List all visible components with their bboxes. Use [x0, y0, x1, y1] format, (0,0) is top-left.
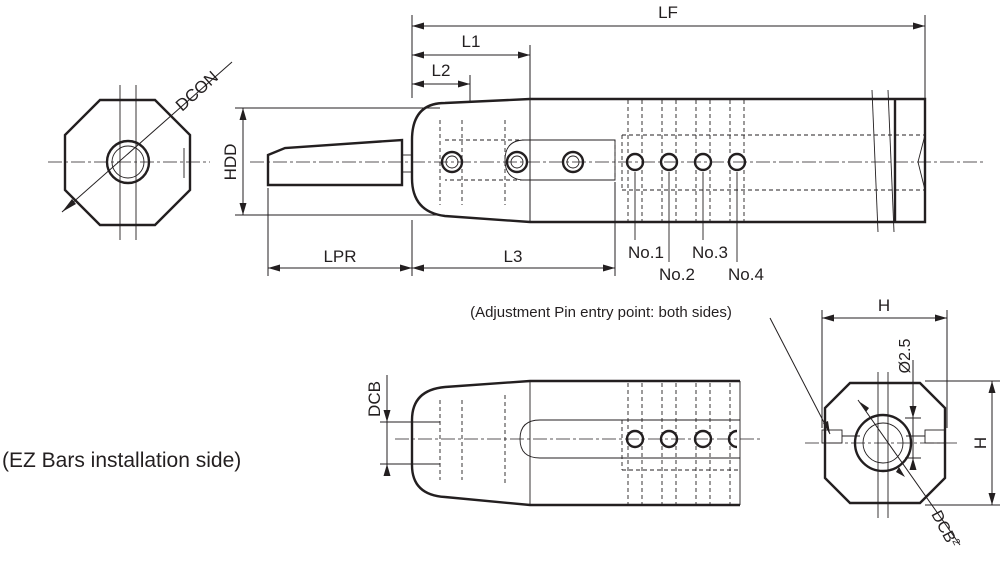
- pin-no2-label: No.2: [659, 265, 695, 284]
- dcb2-superscript: 2: [950, 537, 963, 547]
- h-top-label: H: [878, 296, 890, 315]
- h-top-dimension: [821, 310, 948, 428]
- dcon-dimension-line: [61, 61, 233, 213]
- pin-no4-label: No.4: [728, 265, 764, 284]
- adjustment-pin-note: (Adjustment Pin entry point: both sides): [470, 304, 732, 321]
- hdd-label: HDD: [221, 144, 240, 181]
- h-side-dimension: [925, 380, 1000, 506]
- pin-number-leaders: [634, 172, 738, 262]
- dcb2-label: DCB2: [927, 507, 962, 551]
- hdd-dimension: [235, 107, 440, 216]
- dia-2-5-label: Ø2.5: [897, 339, 914, 374]
- lf-label: LF: [658, 3, 678, 22]
- lpr-l3-dimension: [267, 182, 616, 276]
- l2-dimension: [412, 75, 471, 102]
- dcon-label: DCON: [172, 67, 222, 115]
- l1-dimension: [412, 45, 531, 98]
- lf-dimension: [411, 15, 926, 98]
- l2-label: L2: [432, 61, 451, 80]
- bottom-side-view: [395, 379, 760, 507]
- end-view-bottom-right: [769, 317, 961, 546]
- main-side-view: [250, 89, 985, 233]
- pin-no1-label: No.1: [628, 243, 664, 262]
- end-view-top-left: [48, 61, 233, 240]
- l3-label: L3: [504, 247, 523, 266]
- ez-installation-side-label: (EZ Bars installation side): [2, 449, 241, 472]
- h-side-label: H: [971, 437, 990, 449]
- dcb-left-label: DCB: [365, 381, 384, 417]
- dcb-left-dimension: [380, 375, 440, 476]
- lpr-label: LPR: [323, 247, 356, 266]
- pin-no3-label: No.3: [692, 243, 728, 262]
- l1-label: L1: [462, 32, 481, 51]
